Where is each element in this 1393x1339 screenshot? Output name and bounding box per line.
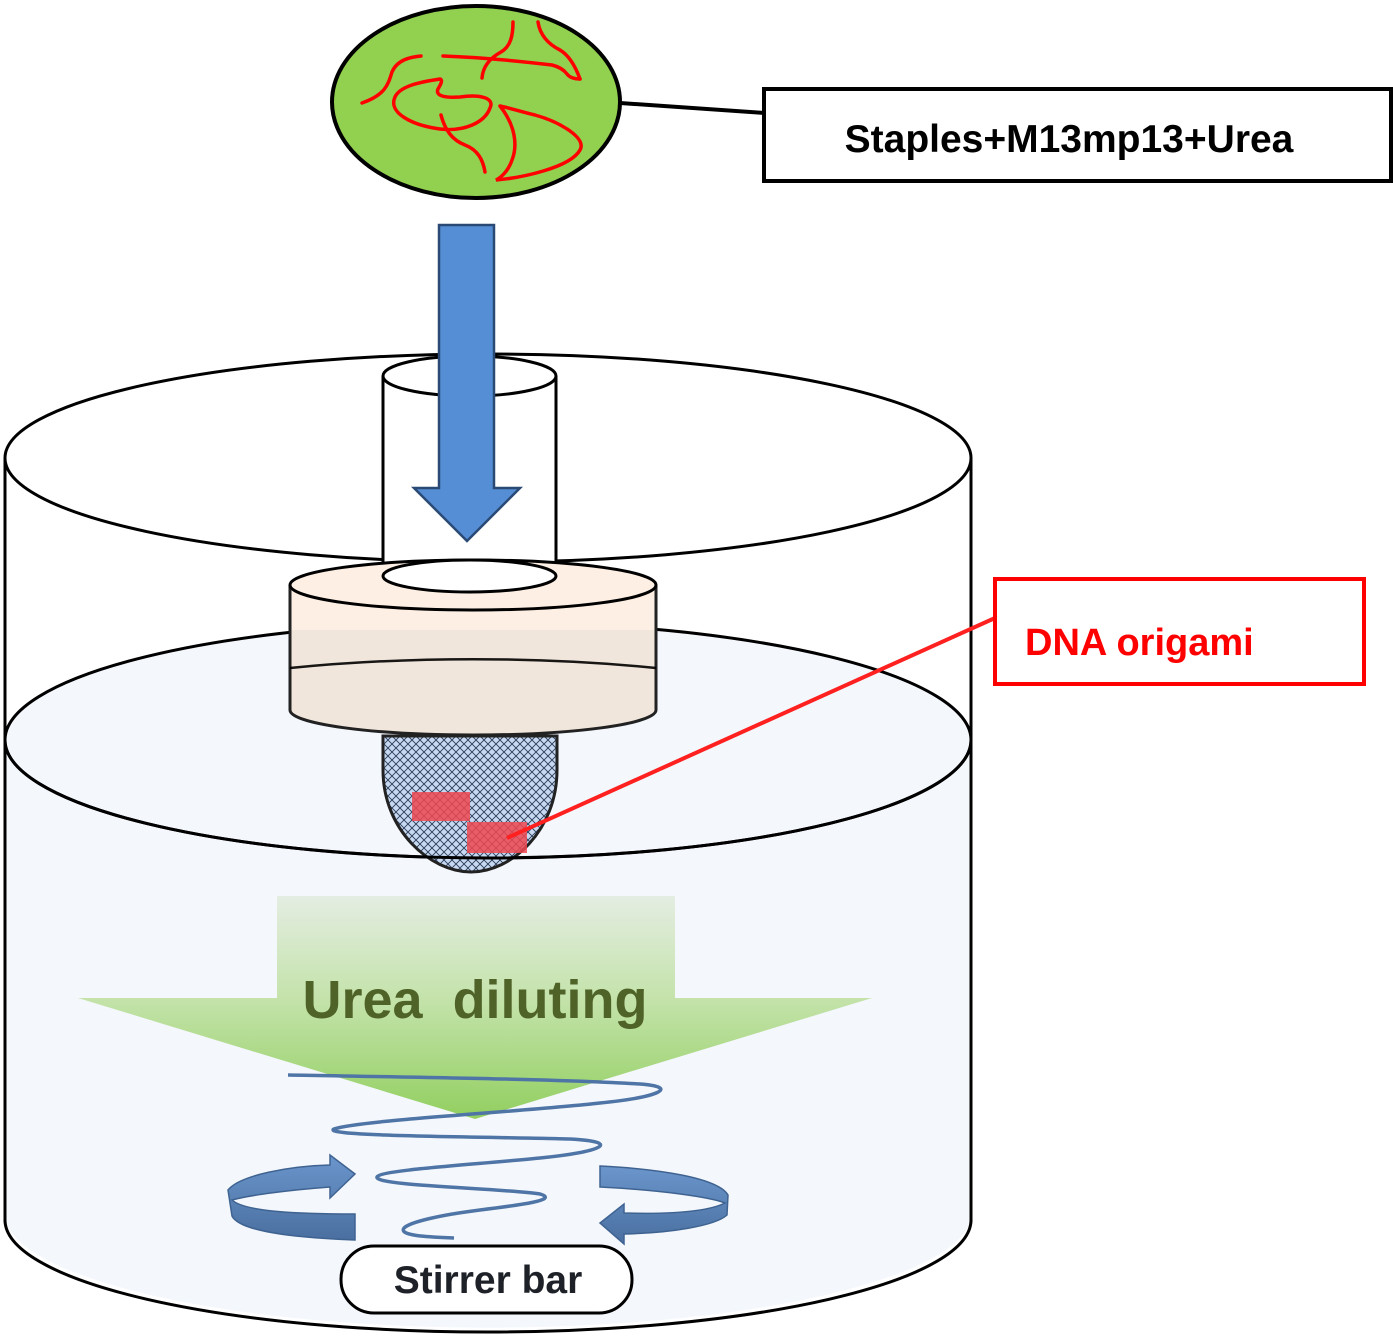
droplet-connector-line (619, 101, 766, 115)
origami-label: DNA origami (1025, 622, 1254, 664)
sample-droplet (330, 4, 622, 200)
rotation-arrow-left-icon (227, 1153, 357, 1241)
stirring-spring (287, 1073, 663, 1240)
origami-callout-line (506, 616, 996, 840)
dilution-label: Urea diluting (302, 970, 647, 1030)
beaker-bottom (3, 1219, 973, 1334)
dilution-arrow (78, 896, 872, 1119)
rotation-arrow-right-icon (598, 1165, 729, 1246)
dna-origami-mark (412, 792, 527, 853)
tube-opening (381, 558, 558, 594)
stirrer-bar: Stirrer bar (339, 1244, 634, 1315)
origami-label-box: DNA origami (993, 577, 1366, 686)
sample-label-box: Staples+M13mp13+Urea (762, 87, 1393, 183)
stirrer-label: Stirrer bar (394, 1259, 583, 1302)
sample-label: Staples+M13mp13+Urea (845, 118, 1294, 161)
down-arrow-icon (410, 223, 524, 543)
dialysis-collar (288, 558, 658, 737)
